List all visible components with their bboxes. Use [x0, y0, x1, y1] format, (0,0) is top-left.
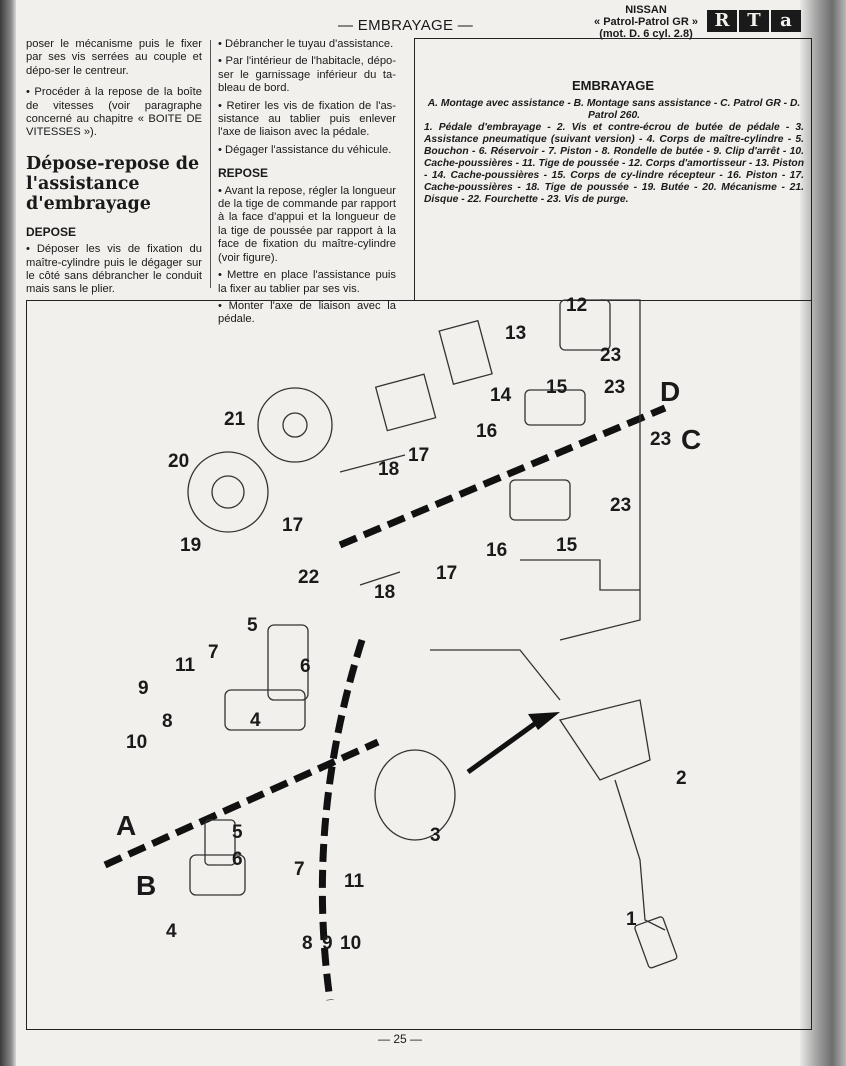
engine-info: (mot. D. 6 cyl. 2.8)	[599, 28, 693, 40]
scan-edge-left	[0, 0, 16, 1066]
callout-16: 16	[476, 421, 498, 442]
callout-23: 23	[604, 377, 626, 398]
pedal-arm	[614, 779, 666, 931]
callout-20: 20	[168, 451, 190, 472]
callout-18: 18	[378, 459, 400, 480]
dashed-axis-d	[338, 404, 667, 549]
model-name: « Patrol-Patrol GR »	[594, 16, 698, 28]
callout-11: 11	[175, 655, 196, 676]
slave-cylinder-c	[509, 479, 571, 521]
column-divider	[210, 40, 211, 288]
callout-1: 1	[626, 909, 637, 930]
callout-15: 15	[556, 535, 578, 556]
callout-8: 8	[302, 933, 313, 954]
callout-4: 4	[250, 710, 261, 731]
callout-a: A	[116, 810, 137, 841]
dashed-curve	[318, 638, 366, 1001]
reservoir-a	[267, 624, 309, 701]
clutch-disc	[257, 387, 333, 463]
master-cylinder-b	[189, 854, 246, 896]
diagram-frame	[26, 300, 812, 1030]
paragraph: • Déposer les vis de fixation du maître-…	[26, 243, 202, 296]
paragraph: • Monter l'axe de liaison avec la pédale…	[218, 299, 396, 326]
paragraph: • Mettre en place l'assistance puis la f…	[218, 269, 396, 295]
callout-23: 23	[600, 345, 622, 366]
callout-10: 10	[126, 732, 148, 753]
paragraph: • Retirer les vis de fixation de l'as-si…	[218, 99, 396, 139]
subheading-depose: DEPOSE	[26, 224, 77, 239]
logo-letter: T	[739, 10, 769, 32]
bracket	[374, 373, 437, 432]
callout-17: 17	[408, 445, 430, 466]
page-header-title: — EMBRAYAGE —	[338, 17, 474, 34]
callout-8: 8	[162, 711, 173, 732]
callout-13: 13	[505, 323, 527, 344]
callout-6: 6	[300, 656, 311, 677]
callout-22: 22	[298, 567, 320, 588]
legend-title: EMBRAYAGE	[571, 78, 655, 93]
vehicle-info: NISSAN « Patrol-Patrol GR » (mot. D. 6 c…	[590, 4, 702, 40]
callout-10: 10	[340, 933, 362, 954]
dashed-axis-a	[103, 738, 380, 869]
pedal-pad	[634, 916, 678, 969]
callout-5: 5	[247, 615, 258, 636]
subheading-repose: REPOSE	[218, 166, 269, 181]
logo-letter: R	[707, 10, 737, 32]
logo-letter: a	[771, 10, 801, 32]
gasket	[438, 319, 493, 385]
callout-9: 9	[138, 678, 149, 699]
callout-14: 14	[490, 385, 512, 406]
paragraph: poser le mécanisme puis le fixer par ses…	[26, 38, 202, 77]
paragraph: • Dégager l'assistance du véhicule.	[218, 143, 392, 156]
callout-21: 21	[224, 409, 246, 430]
callout-11: 11	[344, 871, 365, 892]
brand-name: NISSAN	[625, 4, 667, 16]
page-number: — 25 —	[378, 1032, 423, 1046]
callout-15: 15	[546, 377, 568, 398]
callout-5: 5	[232, 822, 243, 843]
callout-12: 12	[566, 295, 588, 316]
master-cylinder-a	[224, 689, 306, 731]
text-column-1: poser le mécanisme puis le fixer par ses…	[26, 38, 202, 301]
legend-variants: A. Montage avec assistance - B. Montage …	[427, 98, 801, 121]
callout-d: D	[660, 376, 681, 407]
reservoir-b	[204, 819, 236, 866]
section-heading: Dépose-repose de l'assistance d'embrayag…	[26, 153, 200, 214]
callout-4: 4	[166, 921, 177, 942]
callout-17: 17	[436, 563, 458, 584]
rta-logo: R T a	[707, 10, 801, 32]
scan-edge-right	[800, 0, 846, 1066]
callout-7: 7	[294, 859, 305, 880]
pressure-plate	[187, 451, 269, 533]
callout-b: B	[136, 870, 157, 901]
legend-frame	[414, 38, 812, 301]
callout-2: 2	[676, 768, 687, 789]
pedal-bracket	[558, 699, 651, 781]
paragraph: • Avant la repose, régler la longueur de…	[218, 184, 396, 264]
slave-cylinder-d	[524, 389, 586, 426]
callout-19: 19	[180, 535, 202, 556]
damper-body	[559, 299, 611, 351]
arrow-shaft	[466, 717, 542, 775]
callout-23: 23	[650, 429, 672, 450]
paragraph: • Par l'intérieur de l'habitacle, dépo-s…	[218, 55, 396, 95]
brake-booster	[374, 749, 456, 841]
paragraph: • Débrancher le tuyau d'assistance.	[218, 38, 394, 50]
callout-6: 6	[232, 849, 243, 870]
callout-18: 18	[374, 582, 396, 603]
legend-caption: A. Montage avec assistance - B. Montage …	[424, 98, 804, 206]
legend-parts: 1. Pédale d'embrayage - 2. Vis et contre…	[424, 122, 804, 205]
text-column-2: • Débrancher le tuyau d'assistance. • Pa…	[218, 38, 396, 331]
callout-17: 17	[282, 515, 304, 536]
paragraph: • Procéder à la repose de la boîte de vi…	[26, 86, 202, 139]
callout-23: 23	[610, 495, 632, 516]
callout-3: 3	[430, 825, 441, 846]
callout-c: C	[681, 424, 702, 455]
callout-7: 7	[208, 642, 219, 663]
callout-9: 9	[322, 933, 333, 954]
callout-16: 16	[486, 540, 508, 561]
